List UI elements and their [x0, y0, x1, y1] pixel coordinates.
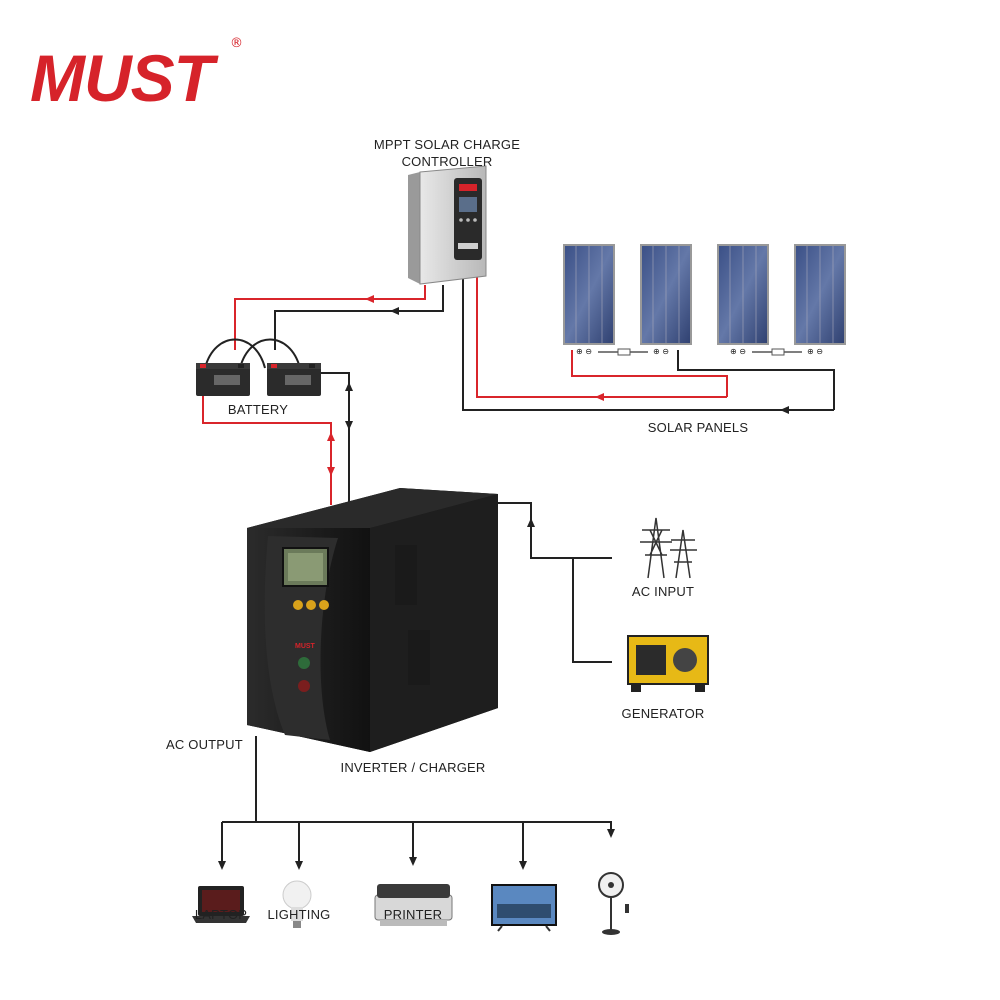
- svg-text:⊕ ⊖: ⊕ ⊖: [576, 347, 592, 356]
- registered-mark: ®: [230, 36, 243, 51]
- svg-text:⊕ ⊖: ⊕ ⊖: [807, 347, 823, 356]
- wire-panel-red-1: [571, 350, 728, 397]
- solar-panels-label: SOLAR PANELS: [647, 420, 749, 435]
- svg-text:MUST: MUST: [295, 643, 316, 650]
- inverter-icon: MUST: [247, 488, 498, 752]
- load-label-lighting: LIGHTING: [267, 907, 331, 922]
- battery-2: [267, 363, 321, 396]
- svg-text:⊕ ⊖: ⊕ ⊖: [653, 347, 669, 356]
- brand-logo: MUST: [30, 41, 214, 115]
- wire-controller-battery-positive: [234, 285, 426, 350]
- wire-ac-input: [498, 502, 612, 559]
- wire-battery-inverter-positive: [202, 395, 332, 505]
- wire-panels-controller-negative: [462, 275, 834, 411]
- charge-controller-icon: [408, 165, 487, 285]
- load-label-laptop: LAPTOP: [194, 907, 248, 922]
- arrow-left-black-panels: [780, 406, 789, 414]
- solar-panel-1: ⊕ ⊖: [563, 244, 615, 356]
- controller-label-line2: CONTROLLER: [401, 154, 493, 169]
- generator-label: GENERATOR: [621, 706, 705, 721]
- fan-icon: [598, 872, 629, 935]
- controller-label-line1: MPPT SOLAR CHARGE: [373, 137, 521, 152]
- solar-panel-3: ⊕ ⊖: [717, 244, 769, 356]
- wires: [202, 275, 835, 870]
- wire-panel-black-1: [677, 350, 835, 410]
- printer-icon: [374, 884, 453, 926]
- load-label-printer: PRINTER: [383, 907, 443, 922]
- laptop-icon: [192, 886, 250, 923]
- ac-input-label: AC INPUT: [631, 584, 695, 599]
- inverter-label: INVERTER / CHARGER: [340, 760, 486, 775]
- arrow-left-red-panels: [595, 393, 604, 401]
- wire-generator: [572, 558, 612, 663]
- ac-output-label: AC OUTPUT: [166, 737, 243, 752]
- light-bulb-icon: [282, 880, 312, 928]
- power-tower-icon: [640, 517, 697, 579]
- solar-panel-4: ⊕ ⊖: [794, 244, 846, 356]
- solar-panel-icon: ⊕ ⊖ ⊕ ⊖ ⊕ ⊖ ⊕ ⊖: [563, 244, 846, 356]
- battery-1: [196, 363, 250, 396]
- solar-panel-2: ⊕ ⊖: [640, 244, 692, 356]
- wire-controller-battery-negative: [274, 285, 444, 350]
- wire-panels-controller-positive: [476, 275, 727, 398]
- tv-icon: [491, 884, 557, 932]
- arrow-left-red: [365, 295, 374, 303]
- arrow-left-black: [390, 307, 399, 315]
- battery-icon: [196, 338, 321, 396]
- battery-label: BATTERY: [227, 402, 289, 417]
- svg-text:⊕ ⊖: ⊕ ⊖: [730, 347, 746, 356]
- wire-battery-inverter-negative: [321, 372, 350, 505]
- generator-icon: [627, 635, 709, 692]
